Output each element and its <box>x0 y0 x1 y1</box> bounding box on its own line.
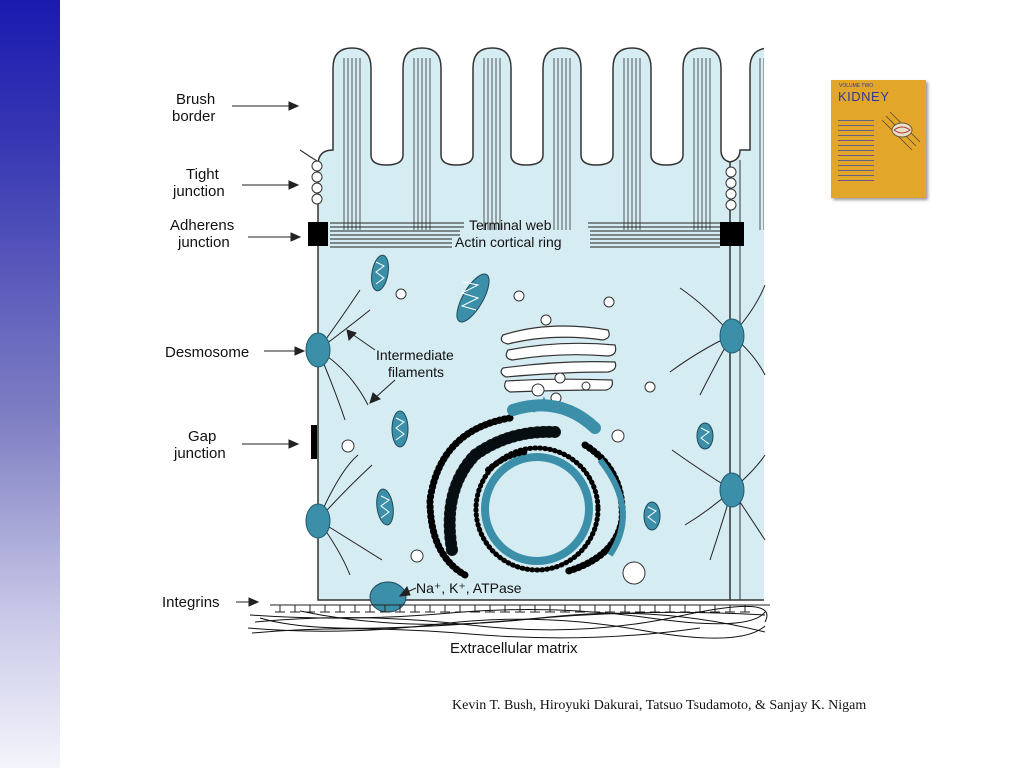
label-intermediate: Intermediate <box>376 347 454 363</box>
label-adherens: Adherens <box>170 217 234 234</box>
label-actin-ring: Actin cortical ring <box>455 234 562 250</box>
microvilli-actin <box>343 58 764 230</box>
side-gradient-band <box>0 0 60 768</box>
tight-junction-left <box>311 160 323 205</box>
label-gap-junction: junction <box>173 445 226 462</box>
vesicles <box>341 288 656 585</box>
desmosome-right-lower <box>719 472 745 508</box>
book-title: KIDNEY <box>838 89 890 104</box>
label-tight-junction: junction <box>172 183 225 200</box>
label-terminal-web: Terminal web <box>469 217 552 233</box>
label-filaments: filaments <box>388 364 444 380</box>
label-brush: Brush <box>176 91 215 108</box>
mitochondria <box>371 254 714 531</box>
desmosome-left-upper <box>305 332 331 368</box>
adherens-junction-right <box>720 222 744 246</box>
adherens-junction-left <box>308 222 328 246</box>
label-adherens-junction: junction <box>177 234 230 251</box>
cell-body <box>317 47 764 601</box>
label-tight: Tight <box>186 166 220 183</box>
kidney-illustration-icon <box>881 111 921 151</box>
label-border: border <box>172 108 215 125</box>
cytoplasm <box>317 47 764 601</box>
label-atpase: Na⁺, K⁺, ATPase <box>416 580 522 596</box>
integrin-row <box>270 604 770 613</box>
tight-junction-right <box>725 166 737 211</box>
na-k-atpase-pump <box>369 581 407 613</box>
nucleus-er <box>426 396 626 579</box>
author-credit: Kevin T. Bush, Hiroyuki Dakurai, Tatsuo … <box>452 698 867 713</box>
label-desmosome: Desmosome <box>165 344 249 361</box>
extracellular-matrix-fibers <box>247 605 768 639</box>
kidney-book-cover: VOLUME TWO KIDNEY <box>831 80 926 198</box>
label-arrows <box>232 101 417 607</box>
label-integrins: Integrins <box>162 594 220 611</box>
gap-junction <box>311 425 317 459</box>
terminal-web <box>330 222 720 248</box>
book-volume: VOLUME TWO <box>839 83 874 89</box>
desmosome-left-lower <box>305 503 331 539</box>
label-gap: Gap <box>188 428 216 445</box>
book-text-lines <box>838 120 874 182</box>
desmosome-right-upper <box>719 318 745 354</box>
label-extracellular-matrix: Extracellular matrix <box>450 640 578 657</box>
